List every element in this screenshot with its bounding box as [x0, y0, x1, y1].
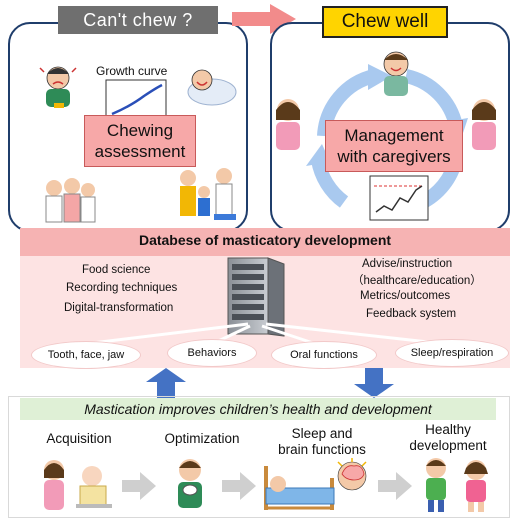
db-left-item-2: Recording techniques [66, 282, 178, 294]
crying-child-icon [39, 66, 77, 108]
management-line1: Management [344, 126, 444, 145]
step-arrow-3-icon [378, 472, 412, 500]
chewing-assessment-box: Chewing assessment [84, 115, 196, 167]
caregiver-right-icon [472, 99, 496, 150]
smiling-boy-icon [383, 51, 409, 96]
up-arrow-icon [146, 368, 186, 398]
step-acquisition-label: Acquisition [46, 431, 112, 446]
crying-baby-icon [187, 69, 237, 106]
db-right-item-2: （healthcare/education） [352, 275, 482, 287]
eating-boy-icon [178, 459, 202, 508]
brain-icon [337, 458, 367, 491]
outcome-chart-icon [369, 175, 429, 221]
oval-tooth-face-jaw: Tooth, face, jaw [32, 342, 140, 368]
oval-behaviors: Behaviors [168, 340, 256, 366]
step-arrow-2-icon [222, 472, 256, 500]
database-title: Databese of masticatory development [138, 232, 392, 248]
caregiver-left-icon [276, 99, 300, 150]
cant-chew-tag: Can't chew ? [58, 6, 218, 34]
clinicians-icon [45, 178, 96, 223]
oval-sleep-respiration: Sleep/respiration [396, 340, 508, 366]
chewing-assessment-line2: assessment [94, 142, 186, 161]
family-doctor-icon [180, 168, 236, 220]
step-healthy-development-label: Healthy development [409, 422, 487, 453]
outcome-banner: Mastication improves children’s health a… [20, 398, 496, 420]
bottom-frame [8, 396, 510, 518]
management-line2: with caregivers [337, 147, 451, 166]
oval-oral-functions: Oral functions [272, 342, 376, 368]
sleeping-child-icon [264, 466, 335, 510]
database-title-band [20, 228, 510, 256]
step-sleep-brain-label: Sleep and brain functions [278, 426, 366, 457]
server-rack-icon [227, 257, 285, 337]
db-right-item-4: Feedback system [366, 308, 457, 320]
chewing-assessment-line1: Chewing [106, 121, 174, 140]
feeding-baby-icon [44, 460, 112, 510]
step-arrow-1-icon [122, 472, 156, 500]
healthy-kids-icon [426, 458, 488, 512]
chew-well-tag: Chew well [322, 6, 448, 38]
management-box: Management with caregivers [325, 120, 463, 172]
db-right-item-3: Metrics/outcomes [360, 290, 451, 302]
growth-curve-label: Growth curve [96, 64, 168, 78]
db-right-item-1: Advise/instruction [362, 258, 453, 270]
db-left-item-3: Digital-transformation [64, 302, 174, 314]
step-optimization-label: Optimization [164, 431, 240, 446]
down-arrow-icon [354, 368, 394, 398]
growth-curve-chart [105, 79, 167, 121]
db-left-item-1: Food science [82, 264, 151, 276]
